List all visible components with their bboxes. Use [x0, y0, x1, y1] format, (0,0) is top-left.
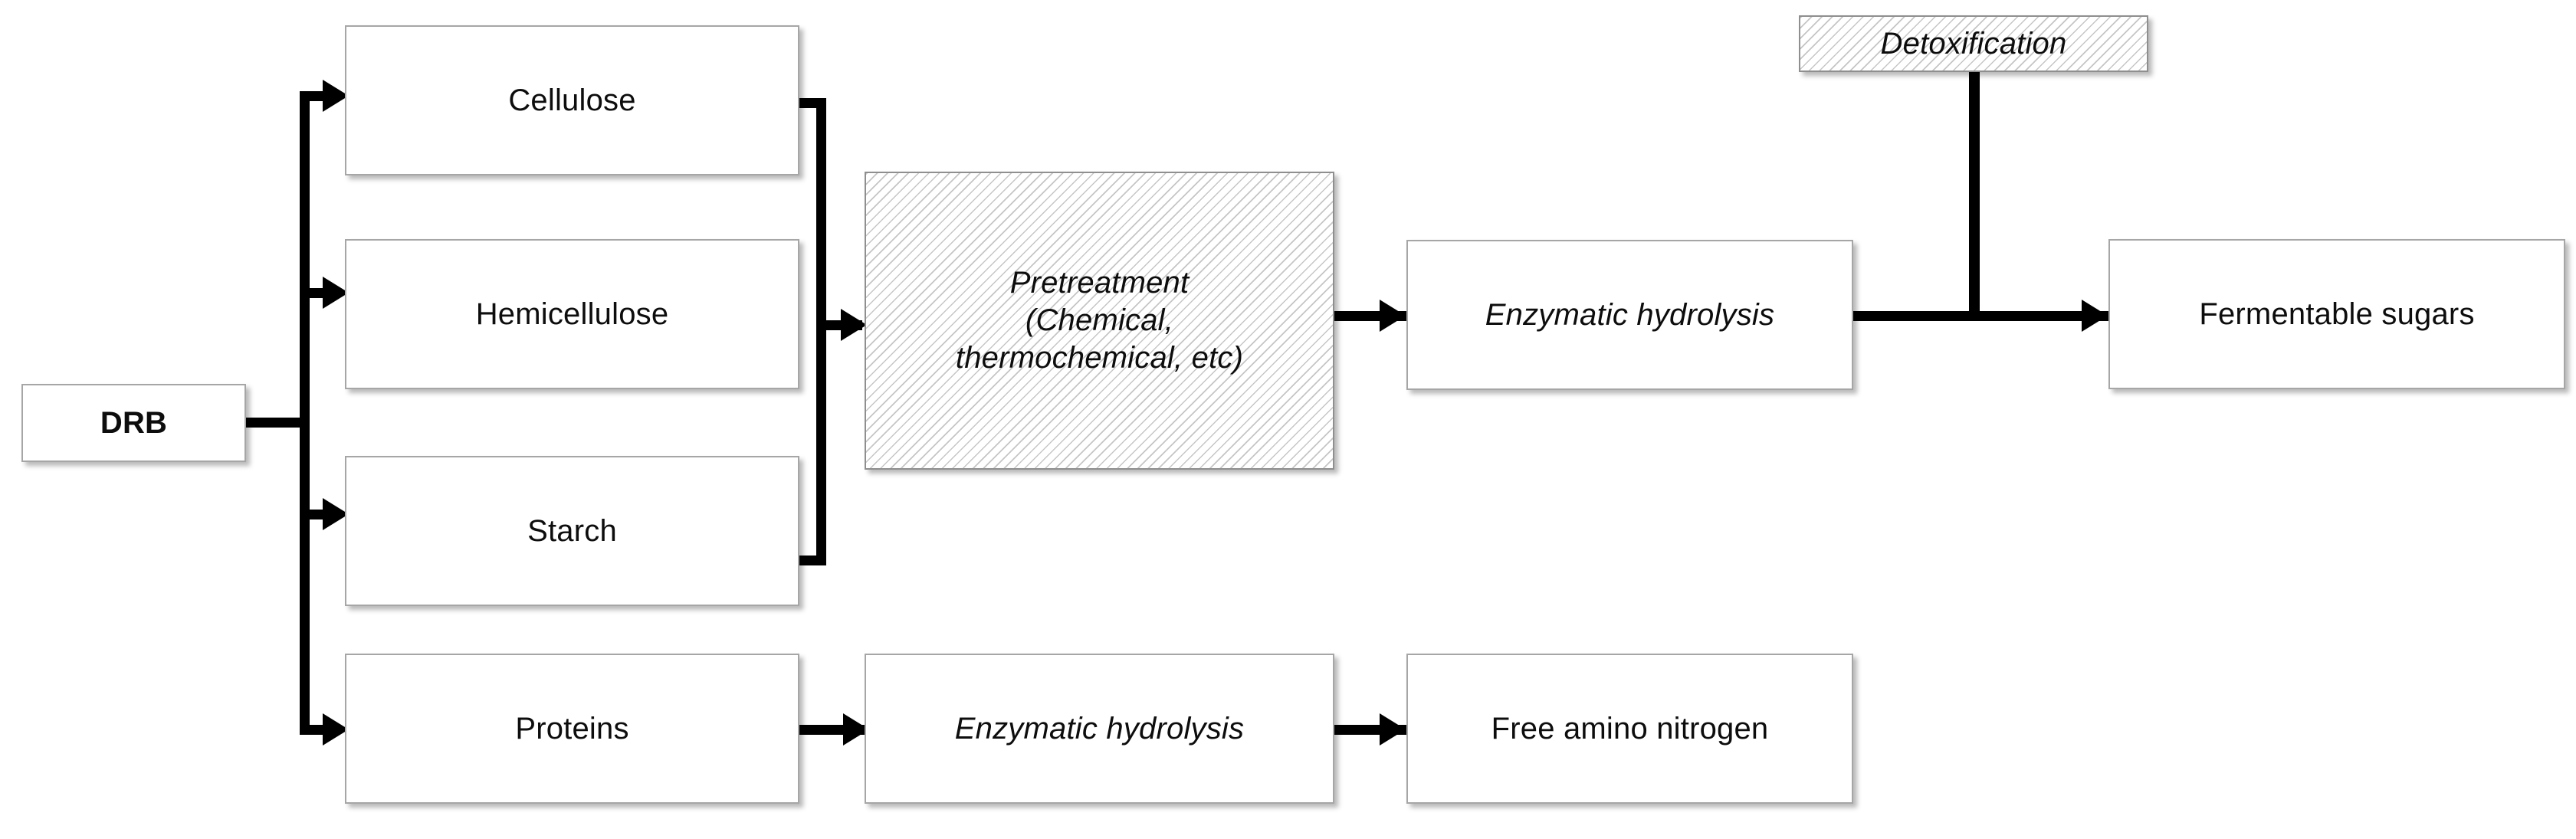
node-detoxification-label: Detoxification	[1880, 26, 2067, 61]
arrowhead-pretreatment	[841, 309, 867, 341]
node-proteins[interactable]: Proteins	[345, 654, 799, 804]
arrowhead-free-amino-nitrogen	[1380, 713, 1406, 746]
node-cellulose-label: Cellulose	[508, 83, 636, 117]
edge-enzymatic-to-sugars	[1853, 311, 2114, 321]
node-fermentable-sugars[interactable]: Fermentable sugars	[2108, 239, 2565, 389]
node-free-amino-nitrogen-label: Free amino nitrogen	[1491, 711, 1769, 746]
node-drb[interactable]: DRB	[21, 384, 246, 462]
arrowhead-cellulose	[323, 80, 349, 112]
arrowhead-hemicellulose	[323, 277, 349, 309]
node-hemicellulose[interactable]: Hemicellulose	[345, 239, 799, 389]
arrowhead-fermentable-sugars	[2082, 300, 2108, 332]
node-free-amino-nitrogen[interactable]: Free amino nitrogen	[1406, 654, 1853, 804]
node-enzymatic-hydrolysis-top-label: Enzymatic hydrolysis	[1485, 297, 1775, 332]
edge-bracket-spine	[816, 98, 826, 565]
edge-detoxification-drop	[1969, 70, 1980, 320]
node-cellulose[interactable]: Cellulose	[345, 25, 799, 175]
edge-drb-stub	[244, 418, 310, 428]
node-pretreatment-line2: (Chemical,	[1025, 303, 1174, 338]
node-fermentable-sugars-label: Fermentable sugars	[2199, 297, 2475, 331]
arrowhead-enzymatic-top	[1380, 300, 1406, 332]
node-starch[interactable]: Starch	[345, 456, 799, 606]
node-enzymatic-hydrolysis-bottom[interactable]: Enzymatic hydrolysis	[865, 654, 1334, 804]
node-pretreatment-line1: Pretreatment	[1009, 266, 1190, 300]
node-drb-label: DRB	[100, 405, 168, 440]
arrowhead-starch	[323, 498, 349, 530]
node-starch-label: Starch	[527, 513, 617, 548]
edge-drb-trunk	[300, 91, 310, 735]
node-hemicellulose-label: Hemicellulose	[475, 297, 669, 331]
node-pretreatment[interactable]: Pretreatment (Chemical, thermochemical, …	[865, 172, 1334, 470]
node-enzymatic-hydrolysis-bottom-label: Enzymatic hydrolysis	[954, 711, 1245, 746]
node-proteins-label: Proteins	[515, 711, 629, 746]
edge-bracket-bottom-stub	[793, 556, 826, 565]
node-enzymatic-hydrolysis-top[interactable]: Enzymatic hydrolysis	[1406, 240, 1853, 390]
node-pretreatment-line3: thermochemical, etc)	[955, 340, 1244, 375]
node-detoxification[interactable]: Detoxification	[1799, 15, 2148, 72]
arrowhead-proteins	[323, 713, 349, 746]
